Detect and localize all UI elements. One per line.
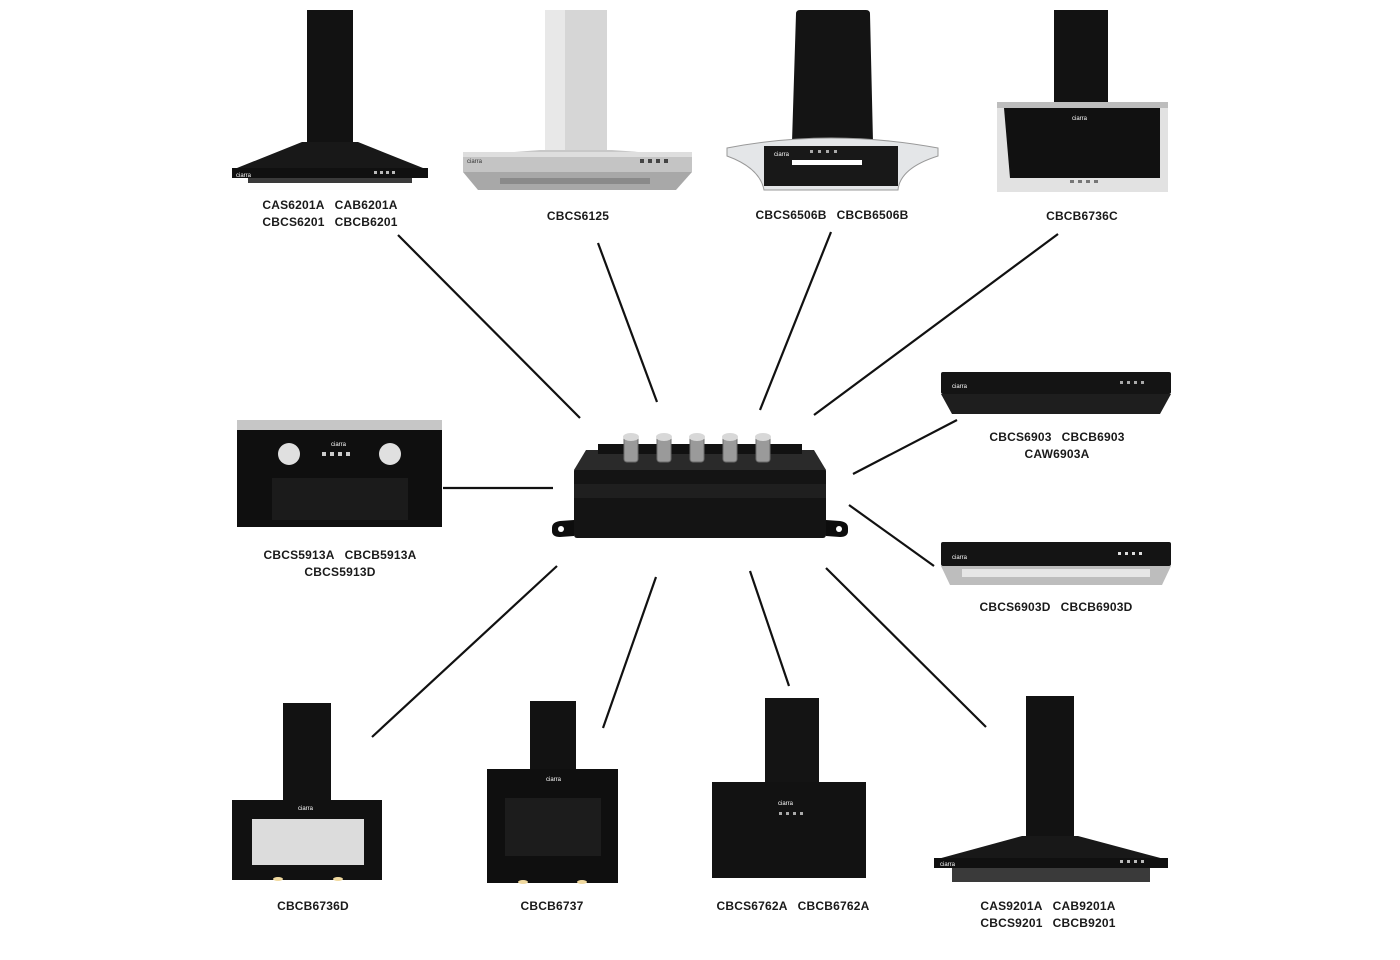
connector-line — [371, 565, 558, 738]
brand-logo: ciarra — [467, 159, 483, 165]
brand-logo: ciarra — [331, 442, 347, 448]
integrated-hood-icon — [237, 420, 442, 527]
angled-glass-hood-icon — [997, 10, 1168, 192]
connector-lines — [371, 231, 1059, 738]
brand-logo: ciarra — [298, 806, 314, 812]
brand-logo: ciarra — [546, 777, 562, 783]
pyramid-hood-black-icon — [232, 10, 428, 183]
connector-line — [825, 567, 987, 728]
angled-window-hood-icon — [232, 703, 382, 881]
brand-logo: ciarra — [952, 555, 968, 561]
model-label-p9: CBCB6737 — [520, 899, 584, 913]
connector-line — [813, 233, 1059, 416]
brand-logo: ciarra — [940, 862, 956, 868]
control-switch-unit-icon — [552, 433, 848, 538]
pyramid-hood-steel-icon — [463, 10, 692, 190]
model-label-p8: CBCB6736D — [277, 899, 349, 913]
pyramid-hood-large-icon — [934, 696, 1168, 882]
model-label-p4: CBCB6736C — [1046, 209, 1118, 223]
connector-line — [397, 234, 581, 419]
brand-logo: ciarra — [774, 152, 790, 158]
brand-logo: ciarra — [1072, 116, 1088, 122]
brand-marks: ciarra ciarra ciarra ciarra ciarra ciarr… — [236, 116, 1088, 868]
slim-undercabinet-hood-light-icon — [941, 542, 1171, 585]
connector-line — [596, 242, 659, 403]
connector-line — [848, 504, 935, 567]
curved-glass-hood-icon — [726, 10, 939, 191]
model-label-p2: CBCS6125 — [546, 209, 610, 223]
connector-line — [748, 570, 791, 687]
angled-flat-hood-icon — [712, 698, 866, 878]
brand-logo: ciarra — [236, 173, 252, 179]
connector-line — [852, 419, 958, 475]
angled-black-hood-icon — [487, 701, 618, 884]
brand-logo: ciarra — [952, 384, 968, 390]
slim-undercabinet-hood-icon — [941, 372, 1171, 414]
brand-logo: ciarra — [778, 801, 794, 807]
connector-line — [758, 231, 833, 411]
connector-line — [601, 576, 658, 729]
